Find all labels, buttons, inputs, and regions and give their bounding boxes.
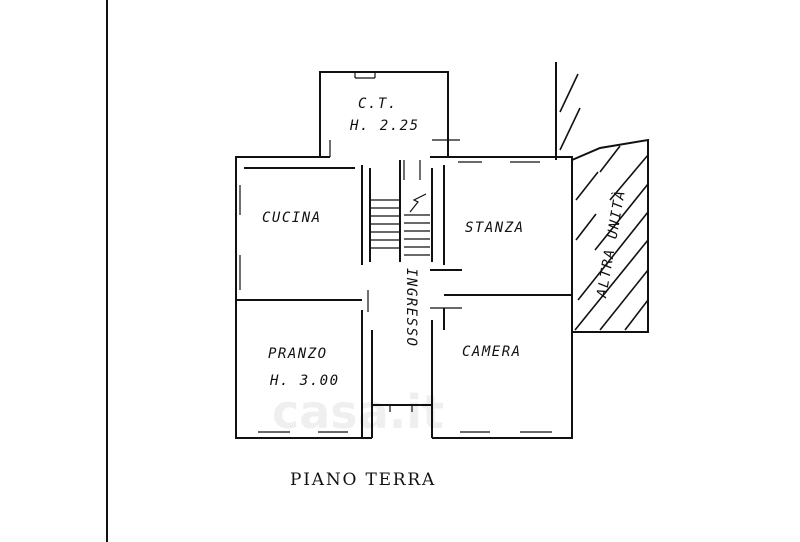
label-camera: CAMERA	[462, 344, 522, 360]
label-ct-height: H. 2.25	[349, 118, 420, 134]
label-cucina: CUCINA	[262, 210, 322, 226]
plan-title: PIANO TERRA	[290, 470, 436, 490]
label-pranzo: PRANZO	[268, 346, 328, 362]
label-stanza: STANZA	[465, 220, 525, 236]
label-pranzo-height: H. 3.00	[269, 373, 340, 389]
label-ct: C.T.	[358, 96, 398, 112]
label-ingresso: INGRESSO	[403, 268, 419, 347]
interior-walls	[236, 165, 572, 438]
altra-unita-hatch	[555, 62, 649, 333]
building-outline	[235, 62, 573, 439]
watermark: casa.it	[272, 385, 444, 439]
room-ct	[319, 71, 460, 158]
staircase	[369, 160, 433, 262]
